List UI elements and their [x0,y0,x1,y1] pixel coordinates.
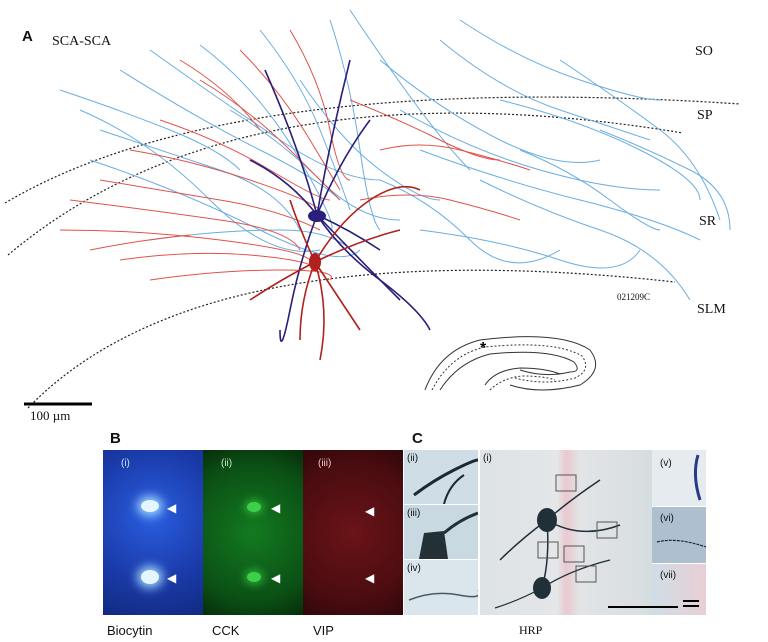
cck-soma-upper [247,502,261,512]
biocytin-soma-upper [141,500,159,512]
cck-soma-lower [247,572,261,582]
arrowhead-icon: ◀ [365,504,375,518]
inset-v-image: (v) [652,450,706,506]
biocytin-soma-lower [141,570,159,584]
inset-iii-label: (iii) [407,508,421,519]
inset-iv-image: (iv) [404,560,478,615]
panel-a-title: SCA-SCA [52,34,112,49]
red-axon-arbor [59,29,531,281]
panel-c-letter: C [412,430,423,447]
blue-axon-arbor [59,9,731,301]
inset-vii-label: (vii) [660,570,677,581]
layer-label-so: SO [695,44,713,59]
cell-id: 021209C [617,292,651,302]
arrowhead-icon: ◀ [167,571,177,585]
panel-c-scale-bar-main [608,606,678,608]
red-soma [309,253,321,271]
so-sp-boundary [4,96,741,204]
recording-site-marker: * [480,340,487,357]
panel-c-scale-bar-inset [683,600,699,602]
vip-subpanel-label: (iii) [318,458,332,469]
hrp-main-image: (i) [480,450,652,615]
arrowhead-icon: ◀ [365,571,375,585]
sr-slm-boundary [27,269,676,409]
panel-a-letter: A [22,28,33,45]
biocytin-subpanel-label: (i) [121,458,130,469]
panel-b-letter: B [110,430,121,447]
layer-label-sp: SP [697,108,713,123]
panel-c-scale-bar-inset-2 [683,605,699,607]
sp-sr-boundary [7,112,684,256]
scale-bar-label: 100 µm [30,408,71,423]
inset-ii-label: (ii) [407,453,419,464]
blue-soma-dendrites [249,59,431,343]
biocytin-label: Biocytin [107,623,153,638]
cck-image: (ii) ◀ ◀ [203,450,303,615]
hrp-label: HRP [519,623,543,637]
inset-vi-label: (vi) [660,513,674,524]
vip-image: (iii) ◀ ◀ [303,450,403,615]
inset-v-label: (v) [660,458,672,469]
arrowhead-icon: ◀ [271,501,281,515]
inset-iv-label: (iv) [407,563,421,574]
layer-label-sr: SR [699,214,717,229]
hippocampus-schematic [424,336,597,391]
cck-label: CCK [212,623,240,638]
vip-label: VIP [313,623,334,638]
arrowhead-icon: ◀ [167,501,177,515]
biocytin-image: (i) ◀ ◀ [103,450,203,615]
blue-soma [308,210,326,222]
hrp-main-label: (i) [483,453,492,464]
inset-iii-image: (iii) [404,505,478,559]
layer-label-slm: SLM [697,302,726,317]
arrowhead-icon: ◀ [271,571,281,585]
inset-vi-image: (vi) [652,507,706,563]
cck-subpanel-label: (ii) [221,458,233,469]
neuron-reconstruction: * [4,9,741,409]
inset-ii-image: (ii) [404,450,478,504]
